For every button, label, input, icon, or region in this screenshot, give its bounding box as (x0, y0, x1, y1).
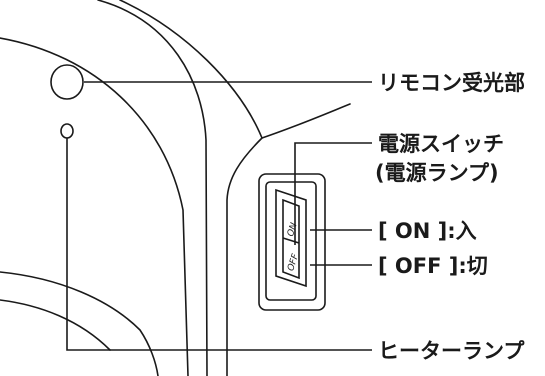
switch-rocker-face (282, 198, 300, 280)
side-panel-edge (119, 0, 263, 376)
remote-receiver-sensor (50, 64, 84, 100)
heater-lamp (60, 123, 74, 139)
power-switch-label: 電源スイッチ (378, 132, 504, 156)
switch-inner-frame (265, 181, 317, 301)
switch-on-mark: ON (286, 221, 300, 237)
rear-top-edge (261, 103, 351, 139)
off-position-label: [ OFF ]:切 (378, 254, 488, 278)
power-switch-leader (294, 142, 372, 245)
lower-curve (0, 271, 159, 376)
body-outer-edge (97, 0, 208, 376)
remote-receiver-label: リモコン受光部 (378, 71, 525, 95)
heater-lamp-label: ヒーターランプ (378, 339, 525, 363)
power-switch (258, 173, 326, 311)
housing-outline (0, 0, 351, 376)
switch-rocker (275, 188, 307, 288)
leader-lines (66, 81, 372, 351)
heater-lamp-leader (66, 138, 372, 351)
body-inner-edge (0, 37, 189, 376)
power-lamp-label: (電源ランプ) (375, 161, 499, 185)
switch-bezel (258, 173, 326, 311)
on-position-label: [ ON ]:入 (378, 219, 477, 243)
switch-rocker-divider (282, 237, 300, 244)
lower-curve-2 (0, 299, 111, 351)
